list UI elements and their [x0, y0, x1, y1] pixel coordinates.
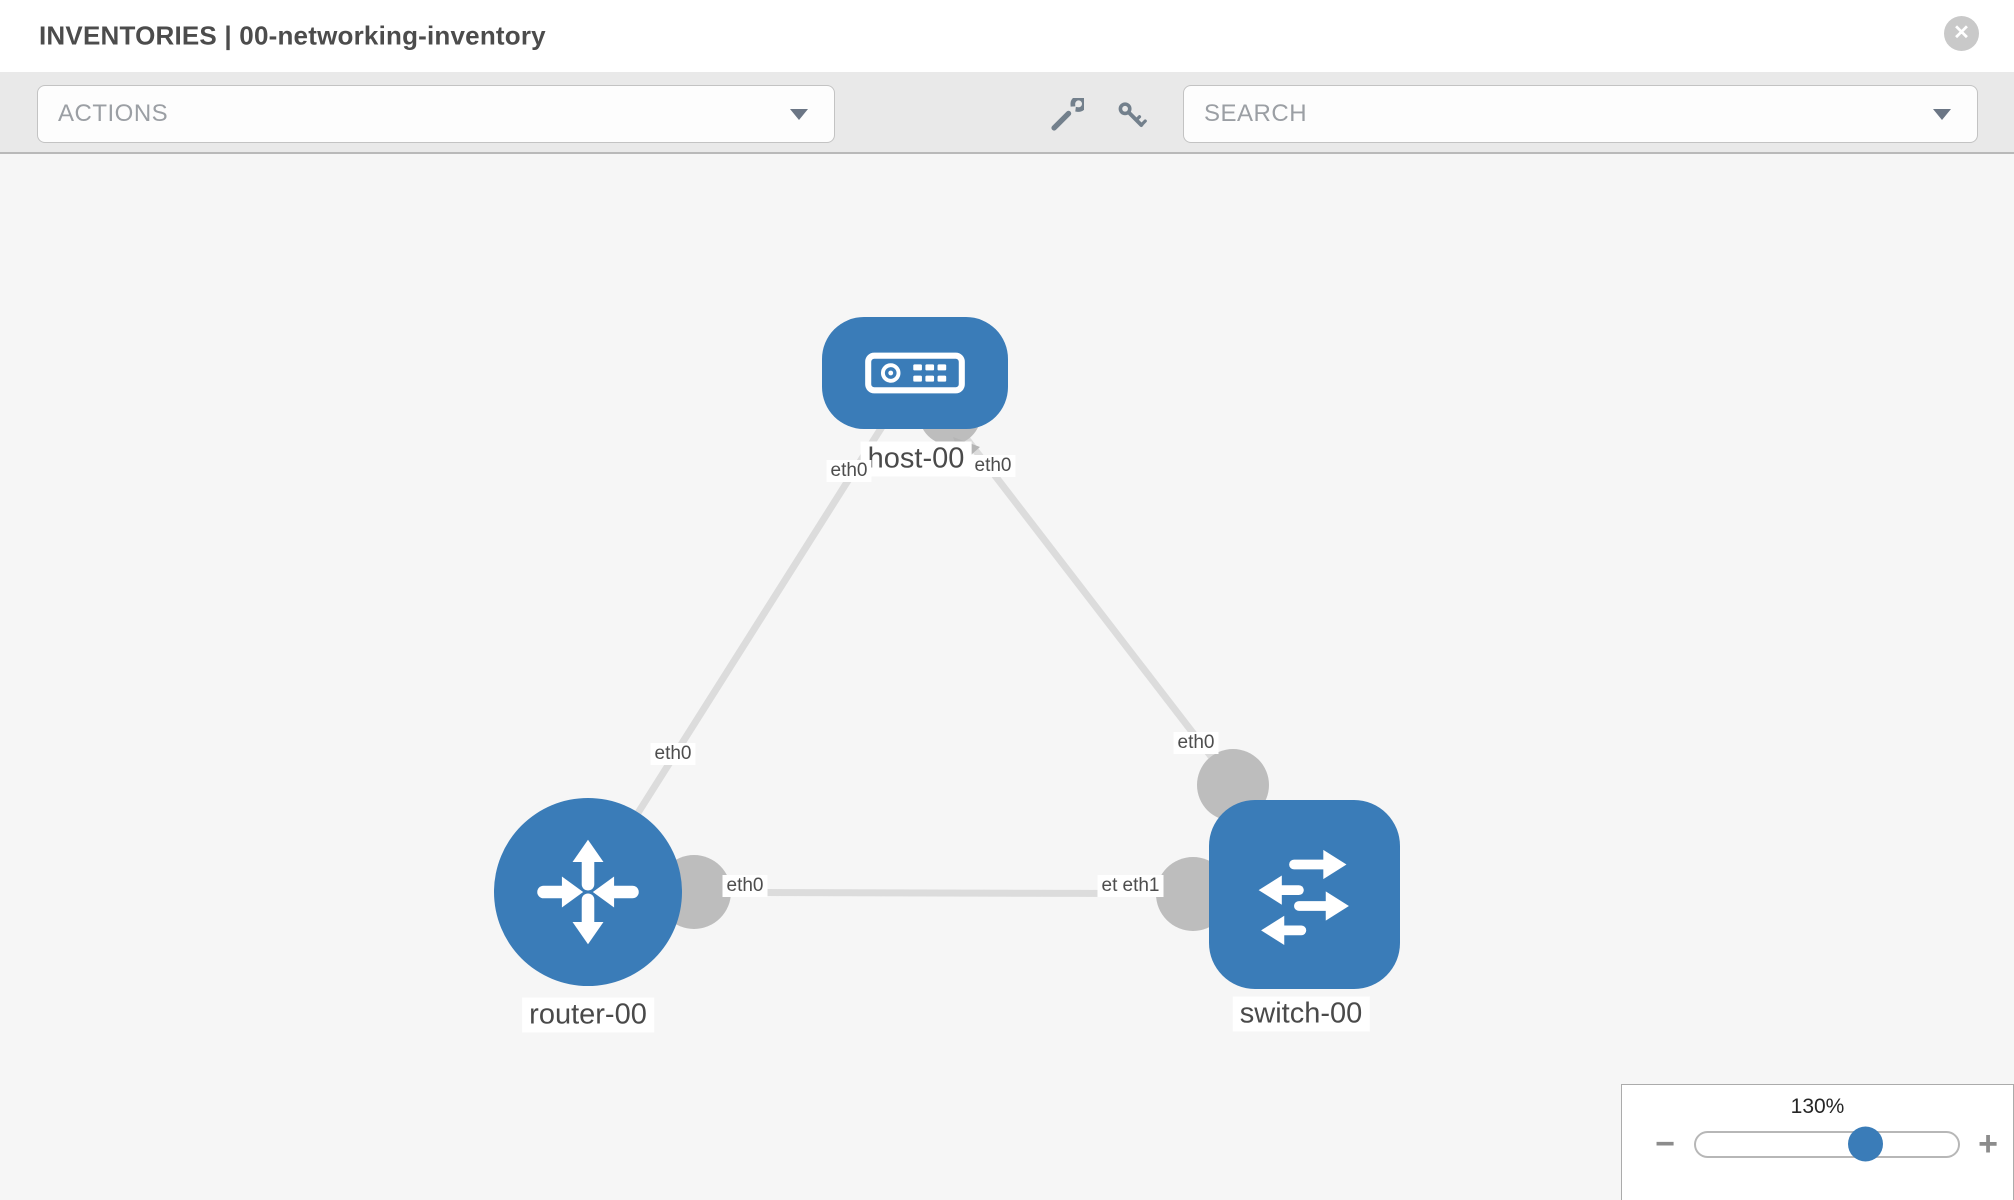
node-switch-00[interactable] — [1209, 800, 1400, 989]
zoom-slider[interactable] — [1694, 1126, 1960, 1162]
actions-dropdown-label: ACTIONS — [58, 100, 169, 127]
interface-label: eth0 — [970, 455, 1016, 477]
topology-canvas[interactable]: host-00 router-00 switch-00 eth0 eth0 et… — [0, 156, 2014, 1200]
interface-label: eth0 — [1173, 732, 1219, 754]
zoom-level-value: 130% — [1790, 1095, 1845, 1118]
interface-label: eth0 — [650, 743, 696, 765]
chevron-down-icon — [790, 109, 808, 120]
node-label-switch: switch-00 — [1232, 996, 1370, 1032]
host-icon — [865, 352, 965, 394]
page-title: INVENTORIES | 00-networking-inventory — [39, 20, 546, 51]
interface-label: eth1 — [1118, 875, 1164, 897]
search-dropdown-label: SEARCH — [1204, 100, 1308, 127]
zoom-slider-thumb[interactable] — [1848, 1126, 1883, 1162]
router-icon — [537, 839, 639, 945]
wrench-icon — [1051, 98, 1084, 131]
toolbar: ACTIONS SEARCH — [0, 72, 2014, 154]
zoom-in-button[interactable]: + — [1973, 1127, 2003, 1161]
close-icon: ✕ — [1953, 22, 1970, 44]
node-label-router: router-00 — [522, 997, 654, 1033]
key-icon — [1118, 102, 1147, 127]
topology-links-layer — [585, 370, 1302, 931]
search-dropdown[interactable]: SEARCH — [1183, 85, 1978, 143]
interface-label: eth0 — [826, 460, 872, 482]
node-router-00[interactable] — [494, 798, 682, 986]
close-button[interactable]: ✕ — [1944, 16, 1979, 51]
configure-tools-button[interactable] — [1046, 96, 1086, 136]
credentials-button[interactable] — [1113, 96, 1153, 136]
modal-header: INVENTORIES | 00-networking-inventory ✕ — [0, 0, 2014, 72]
chevron-down-icon — [1933, 109, 1951, 120]
zoom-control-panel: 130% − + — [1621, 1084, 2014, 1200]
actions-dropdown[interactable]: ACTIONS — [37, 85, 835, 143]
switch-icon — [1258, 849, 1349, 945]
node-label-host: host-00 — [860, 441, 972, 477]
node-host-00[interactable] — [822, 317, 1008, 429]
interface-label: eth0 — [722, 875, 768, 897]
zoom-out-button[interactable]: − — [1650, 1127, 1680, 1161]
